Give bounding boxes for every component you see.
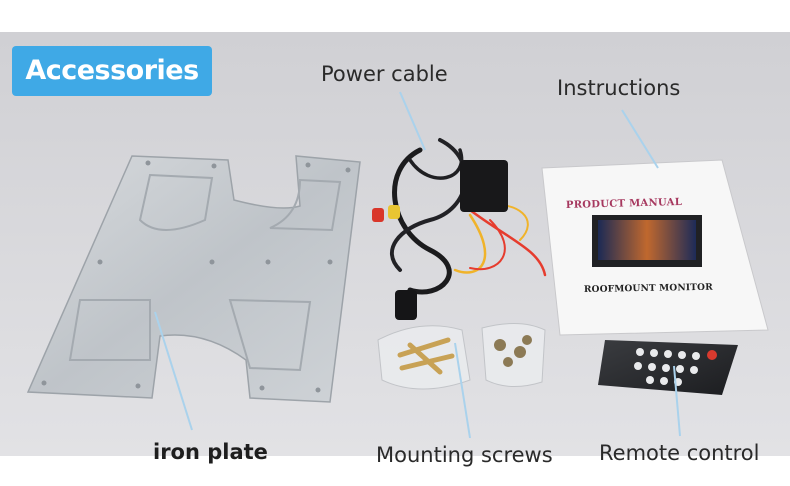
- power-cable-label: Power cable: [321, 62, 448, 86]
- instructions-label: Instructions: [557, 76, 681, 100]
- mounting-screws: [377, 322, 546, 390]
- pointer-lines: [154, 91, 681, 439]
- remote-control: [598, 340, 738, 395]
- mounting-screws-label: Mounting screws: [376, 443, 553, 467]
- dc-plug: [395, 290, 417, 320]
- iron-plate: [26, 155, 361, 403]
- accessories-badge: Accessories: [12, 46, 212, 96]
- remote-control-label: Remote control: [599, 441, 760, 465]
- manual-subtitle: ROOFMOUNT MONITOR: [584, 283, 713, 295]
- iron-plate-label: iron plate: [153, 440, 268, 464]
- manual-title: PRODUCT MANUAL: [566, 197, 682, 211]
- instructions-manual: PRODUCT MANUAL ROOFMOUNT MONITOR: [541, 159, 769, 336]
- cable-connector-box: [460, 160, 508, 212]
